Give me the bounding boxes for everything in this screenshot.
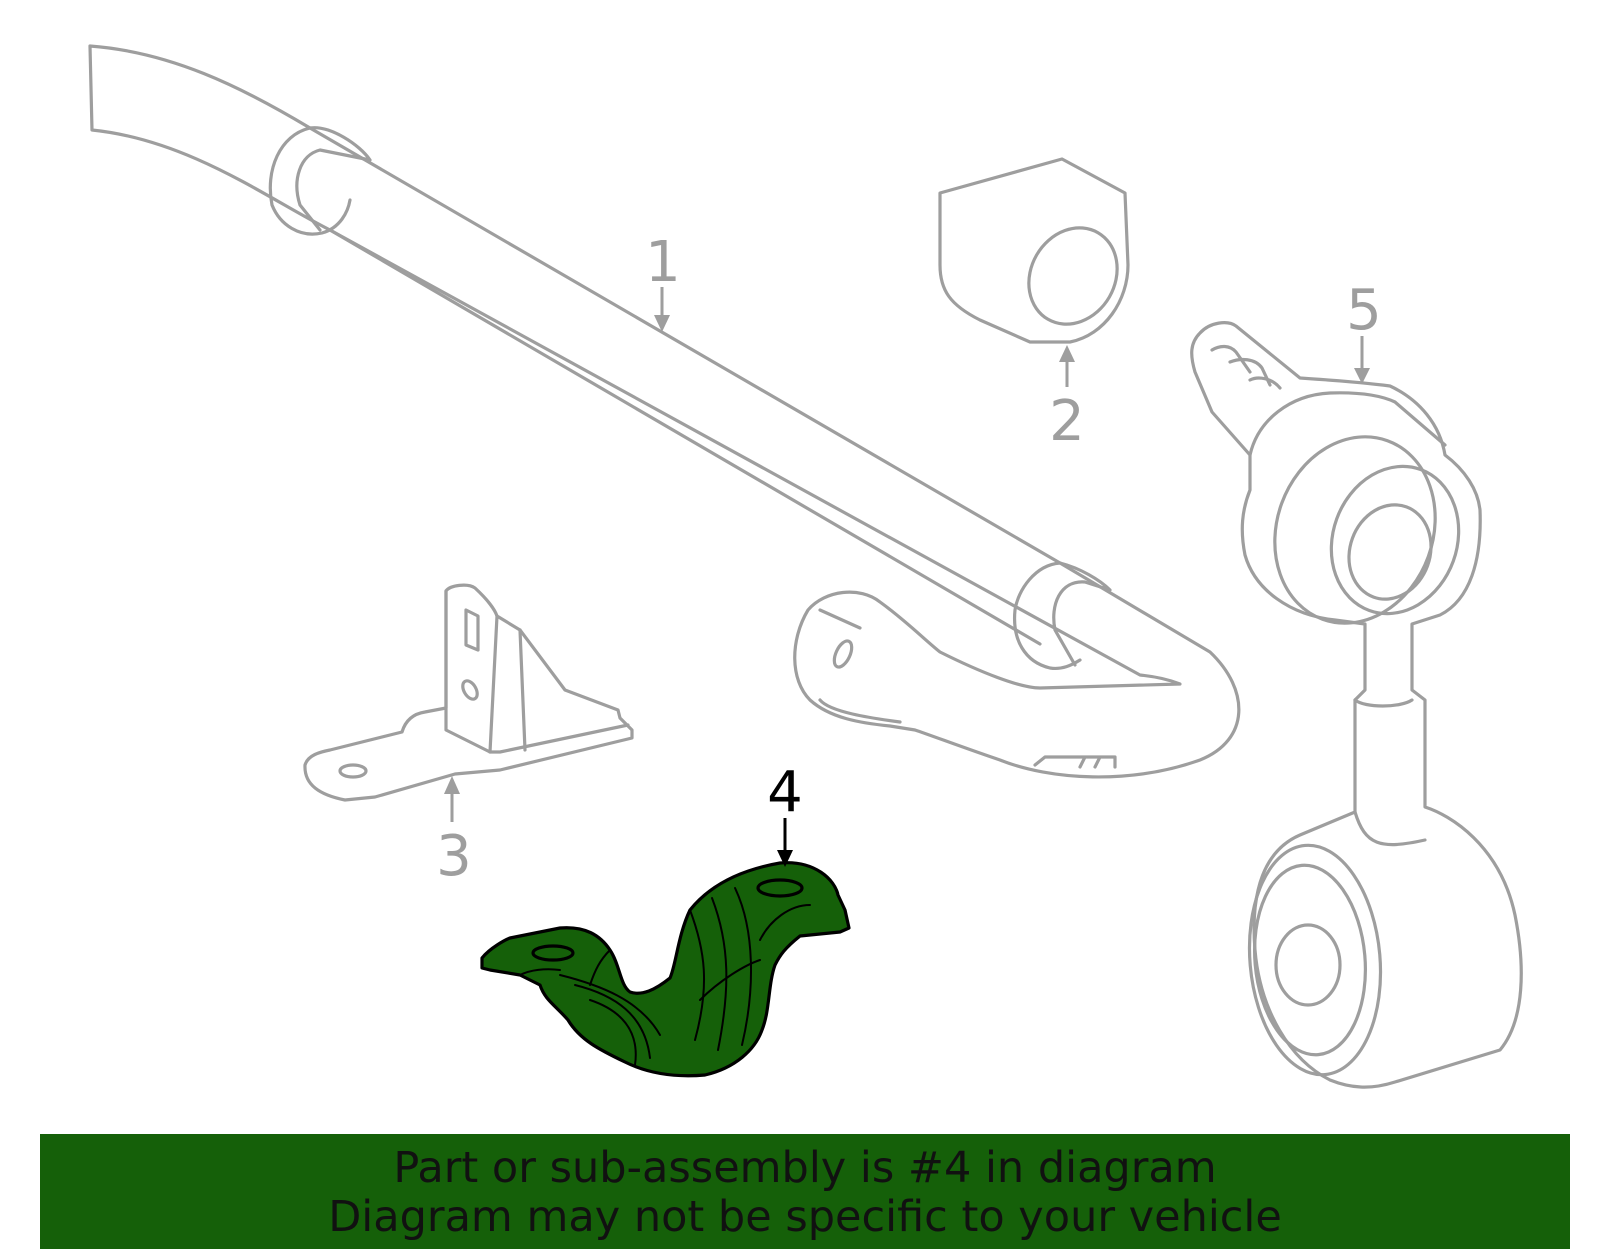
bushing-part-2[interactable] [938,157,1134,344]
callout-2: 2 [1049,389,1085,454]
banner-line-disclaimer: Diagram may not be specific to your vehi… [328,1192,1282,1242]
bracket-part-4[interactable] [480,861,851,1078]
callout-4: 4 [767,760,803,825]
bracket-part-3[interactable] [303,583,634,802]
callout-1: 1 [645,230,681,295]
stabilizer-link-part-5[interactable] [1190,321,1523,1089]
callout-arrows [444,287,1370,867]
stabilizer-bar-part-1[interactable] [88,44,1241,779]
info-banner: Part or sub-assembly is #4 in diagram Di… [40,1134,1570,1249]
banner-line-part-number: Part or sub-assembly is #4 in diagram [393,1143,1217,1193]
callout-5: 5 [1346,278,1382,343]
callout-3: 3 [436,824,472,889]
